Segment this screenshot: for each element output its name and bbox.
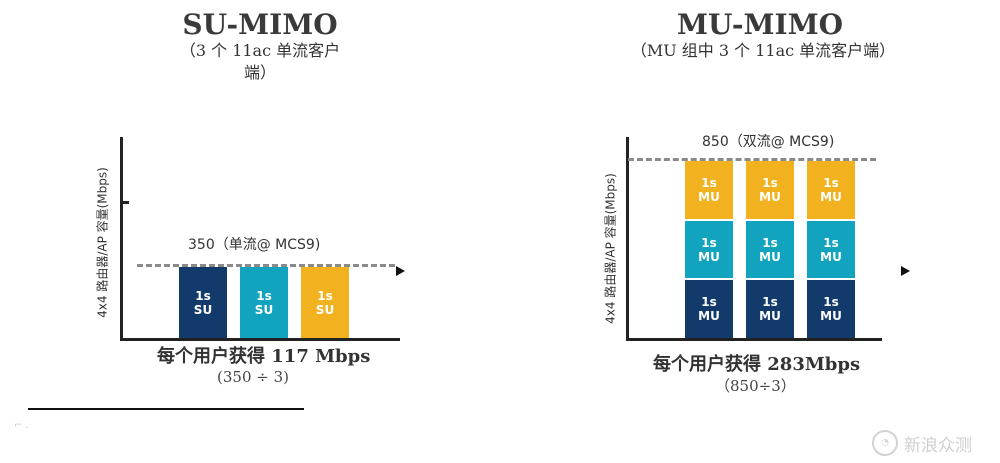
watermark-text: 新浪众测 <box>904 435 972 456</box>
su-x-axis <box>120 338 400 341</box>
su-rate-caption: 每个用户获得 117 Mbps <box>157 342 370 368</box>
mu-arrow-icon <box>901 266 910 276</box>
mu-x-axis <box>626 338 882 341</box>
mu-capacity-label: 850（双流@ MCS9) <box>702 134 835 150</box>
su-rate-value: 117 Mbps <box>271 346 371 367</box>
su-calc: (350 ÷ 3) <box>217 368 289 386</box>
su-y-axis <box>120 137 123 341</box>
su-bar-segment: 1s SU <box>301 267 349 338</box>
mu-bar-segment-mid: 1s MU <box>807 220 855 281</box>
mu-y-axis-label: 4x4 路由器/AP 容量(Mbps) <box>603 173 618 324</box>
mu-capacity-line <box>628 158 876 161</box>
mu-rate-prefix: 每个用户获得 <box>653 354 768 375</box>
mu-calc: （850÷3） <box>715 377 796 395</box>
su-bar: 1s SU <box>240 267 288 338</box>
mu-bar-segment-bottom: 1s MU <box>685 280 733 339</box>
su-mimo-subtitle-line1: （3 个 11ac 单流客户 <box>179 41 341 60</box>
mu-mimo-title: MU-MIMO <box>676 8 844 41</box>
watermark-logo-icon: ◔ <box>872 430 898 456</box>
corner-mark: ⌐ . <box>14 420 29 431</box>
mu-bar-segment-mid: 1s MU <box>746 220 794 281</box>
mu-rate-caption: 每个用户获得 283Mbps <box>653 350 860 376</box>
mu-bar-segment-bottom: 1s MU <box>746 280 794 339</box>
su-arrow-icon <box>396 266 405 276</box>
su-bar-segment: 1s SU <box>240 267 288 338</box>
mu-rate-value: 283Mbps <box>767 354 861 375</box>
su-mimo-subtitle-line2: 端） <box>243 63 276 82</box>
su-bar: 1s SU <box>179 267 227 338</box>
mu-bar-segment-top: 1s MU <box>807 161 855 221</box>
su-mimo-title: SU-MIMO <box>182 8 338 41</box>
mu-bar-segment-mid: 1s MU <box>685 220 733 281</box>
su-y-axis-label: 4x4 路由器/AP 容量(Mbps) <box>95 167 110 318</box>
su-rate-prefix: 每个用户获得 <box>157 346 272 367</box>
mu-y-axis <box>626 137 629 341</box>
su-y-tick <box>123 201 129 204</box>
mu-bar-segment-top: 1s MU <box>685 161 733 221</box>
su-bar-segment: 1s SU <box>179 267 227 338</box>
footnote-divider <box>28 408 304 410</box>
su-capacity-line <box>137 264 395 267</box>
mu-mimo-subtitle: （MU 组中 3 个 11ac 单流客户端） <box>630 41 896 60</box>
mu-bar-segment-top: 1s MU <box>746 161 794 221</box>
watermark: ◔ 新浪众测 <box>872 430 972 456</box>
su-capacity-label: 350（单流@ MCS9) <box>188 237 321 253</box>
mu-bar-segment-bottom: 1s MU <box>807 280 855 339</box>
su-bar: 1s SU <box>301 267 349 338</box>
